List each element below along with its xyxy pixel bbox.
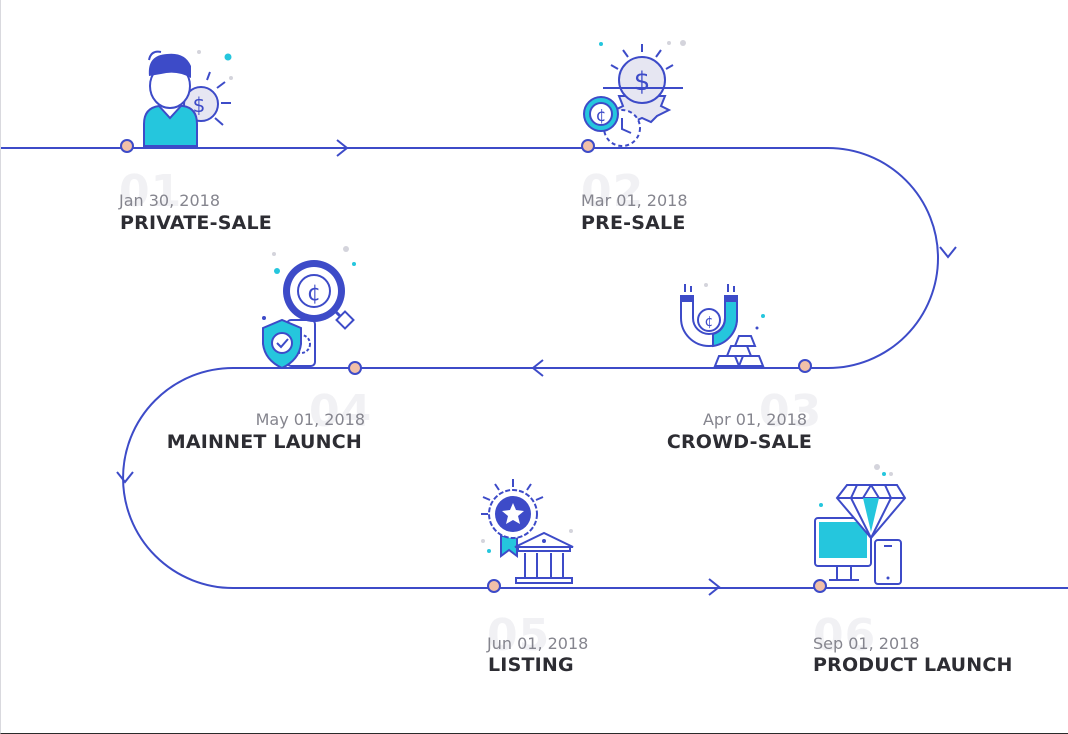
- milestone-number: 06: [813, 610, 877, 661]
- milestone-date: May 01, 2018: [255, 410, 365, 429]
- milestone-title: CROWD-SALE: [666, 431, 812, 453]
- arrow-right-icon: [708, 578, 721, 596]
- milestone-dot-3: [798, 359, 812, 373]
- milestone-dot-2: [581, 139, 595, 153]
- svg-text:¢: ¢: [705, 314, 714, 330]
- timeline-path: [1, 147, 1068, 589]
- milestone-number: 04: [309, 386, 373, 437]
- milestone-date: Mar 01, 2018: [581, 191, 688, 210]
- milestone-date: Sep 01, 2018: [813, 634, 920, 653]
- svg-text:¢: ¢: [596, 106, 607, 126]
- milestone-title: LISTING: [488, 654, 574, 676]
- milestone-title: PRE-SALE: [581, 212, 686, 234]
- milestone-number: 01: [119, 166, 183, 217]
- investor-person-coin-icon: $: [143, 50, 233, 147]
- milestone-dot-4: [348, 361, 362, 375]
- arrow-left-icon: [531, 359, 544, 377]
- milestone-number: 03: [759, 386, 823, 437]
- milestone-dot-5: [487, 579, 501, 593]
- milestone-title: PRODUCT LAUNCH: [813, 654, 1013, 676]
- arrow-right-icon: [336, 139, 349, 157]
- svg-text:¢: ¢: [307, 281, 321, 306]
- milestone-date: Jan 30, 2018: [119, 191, 220, 210]
- milestone-dot-6: [813, 579, 827, 593]
- arrow-down-icon: [116, 471, 134, 484]
- award-badge-bank-icon: [481, 479, 574, 584]
- magnet-coin-gold-bars-icon: ¢: [680, 283, 765, 367]
- milestone-number: 02: [581, 166, 645, 217]
- milestone-title: MAINNET LAUNCH: [166, 431, 362, 453]
- coin-gear-clock-icon: $ ¢: [583, 40, 686, 147]
- milestone-number: 05: [487, 610, 551, 661]
- svg-text:$: $: [193, 93, 206, 117]
- milestone-date: Apr 01, 2018: [702, 410, 807, 429]
- arrow-down-icon: [939, 246, 957, 259]
- magnifier-shield-coin-icon: ¢: [262, 246, 356, 370]
- diamond-monitor-phone-icon: [814, 464, 907, 585]
- milestone-date: Jun 01, 2018: [487, 634, 589, 653]
- milestone-dot-1: [120, 139, 134, 153]
- milestone-title: PRIVATE-SALE: [120, 212, 272, 234]
- svg-text:$: $: [634, 67, 651, 97]
